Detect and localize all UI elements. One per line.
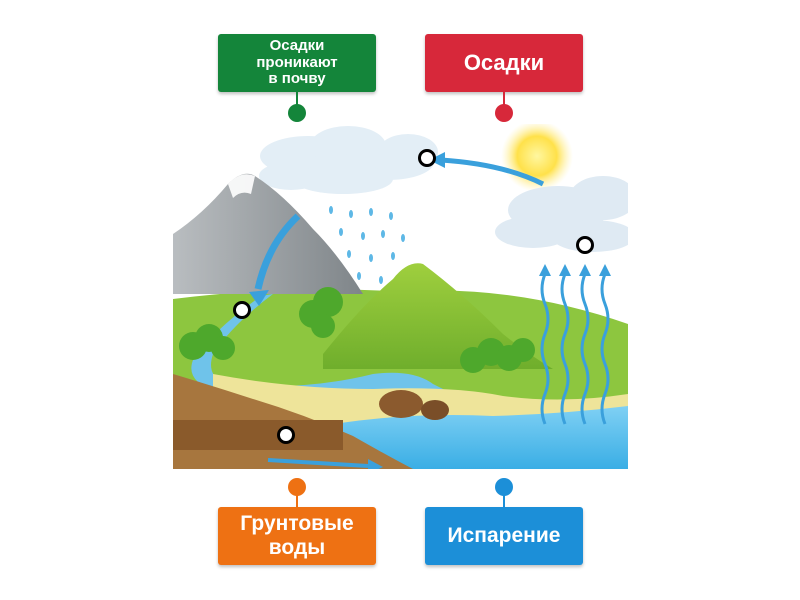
bedrock xyxy=(173,420,343,450)
label-soil-infiltration[interactable]: Осадки проникают в почву xyxy=(218,34,376,92)
arrow-groundwater xyxy=(267,458,369,468)
arrow-cloud-to-cloud xyxy=(440,157,545,187)
pin-stem xyxy=(296,494,298,508)
label-precipitation[interactable]: Осадки xyxy=(425,34,583,92)
river xyxy=(191,294,453,406)
evaporation-waves xyxy=(540,273,610,425)
pin-dot xyxy=(288,478,306,496)
drop-target-evaporation[interactable] xyxy=(576,236,594,254)
lake xyxy=(333,406,628,469)
label-evaporation[interactable]: Испарение xyxy=(425,507,583,565)
drop-target-groundwater[interactable] xyxy=(277,426,295,444)
water-cycle-illustration xyxy=(173,124,628,469)
cloud-left xyxy=(259,126,438,194)
pin-dot xyxy=(288,104,306,122)
drop-target-infiltration[interactable] xyxy=(233,301,251,319)
pin-dot xyxy=(495,104,513,122)
drop-target-precipitation-arrow[interactable] xyxy=(418,149,436,167)
pin-stem xyxy=(296,92,298,106)
label-groundwater[interactable]: Грунтовые воды xyxy=(218,507,376,565)
arrow-to-mountain xyxy=(254,213,301,290)
bushes xyxy=(179,287,535,373)
grey-mountain xyxy=(173,173,363,294)
pin-dot xyxy=(495,478,513,496)
pin-stem xyxy=(503,92,505,106)
cloud-right xyxy=(495,176,628,252)
pin-stem xyxy=(503,494,505,508)
